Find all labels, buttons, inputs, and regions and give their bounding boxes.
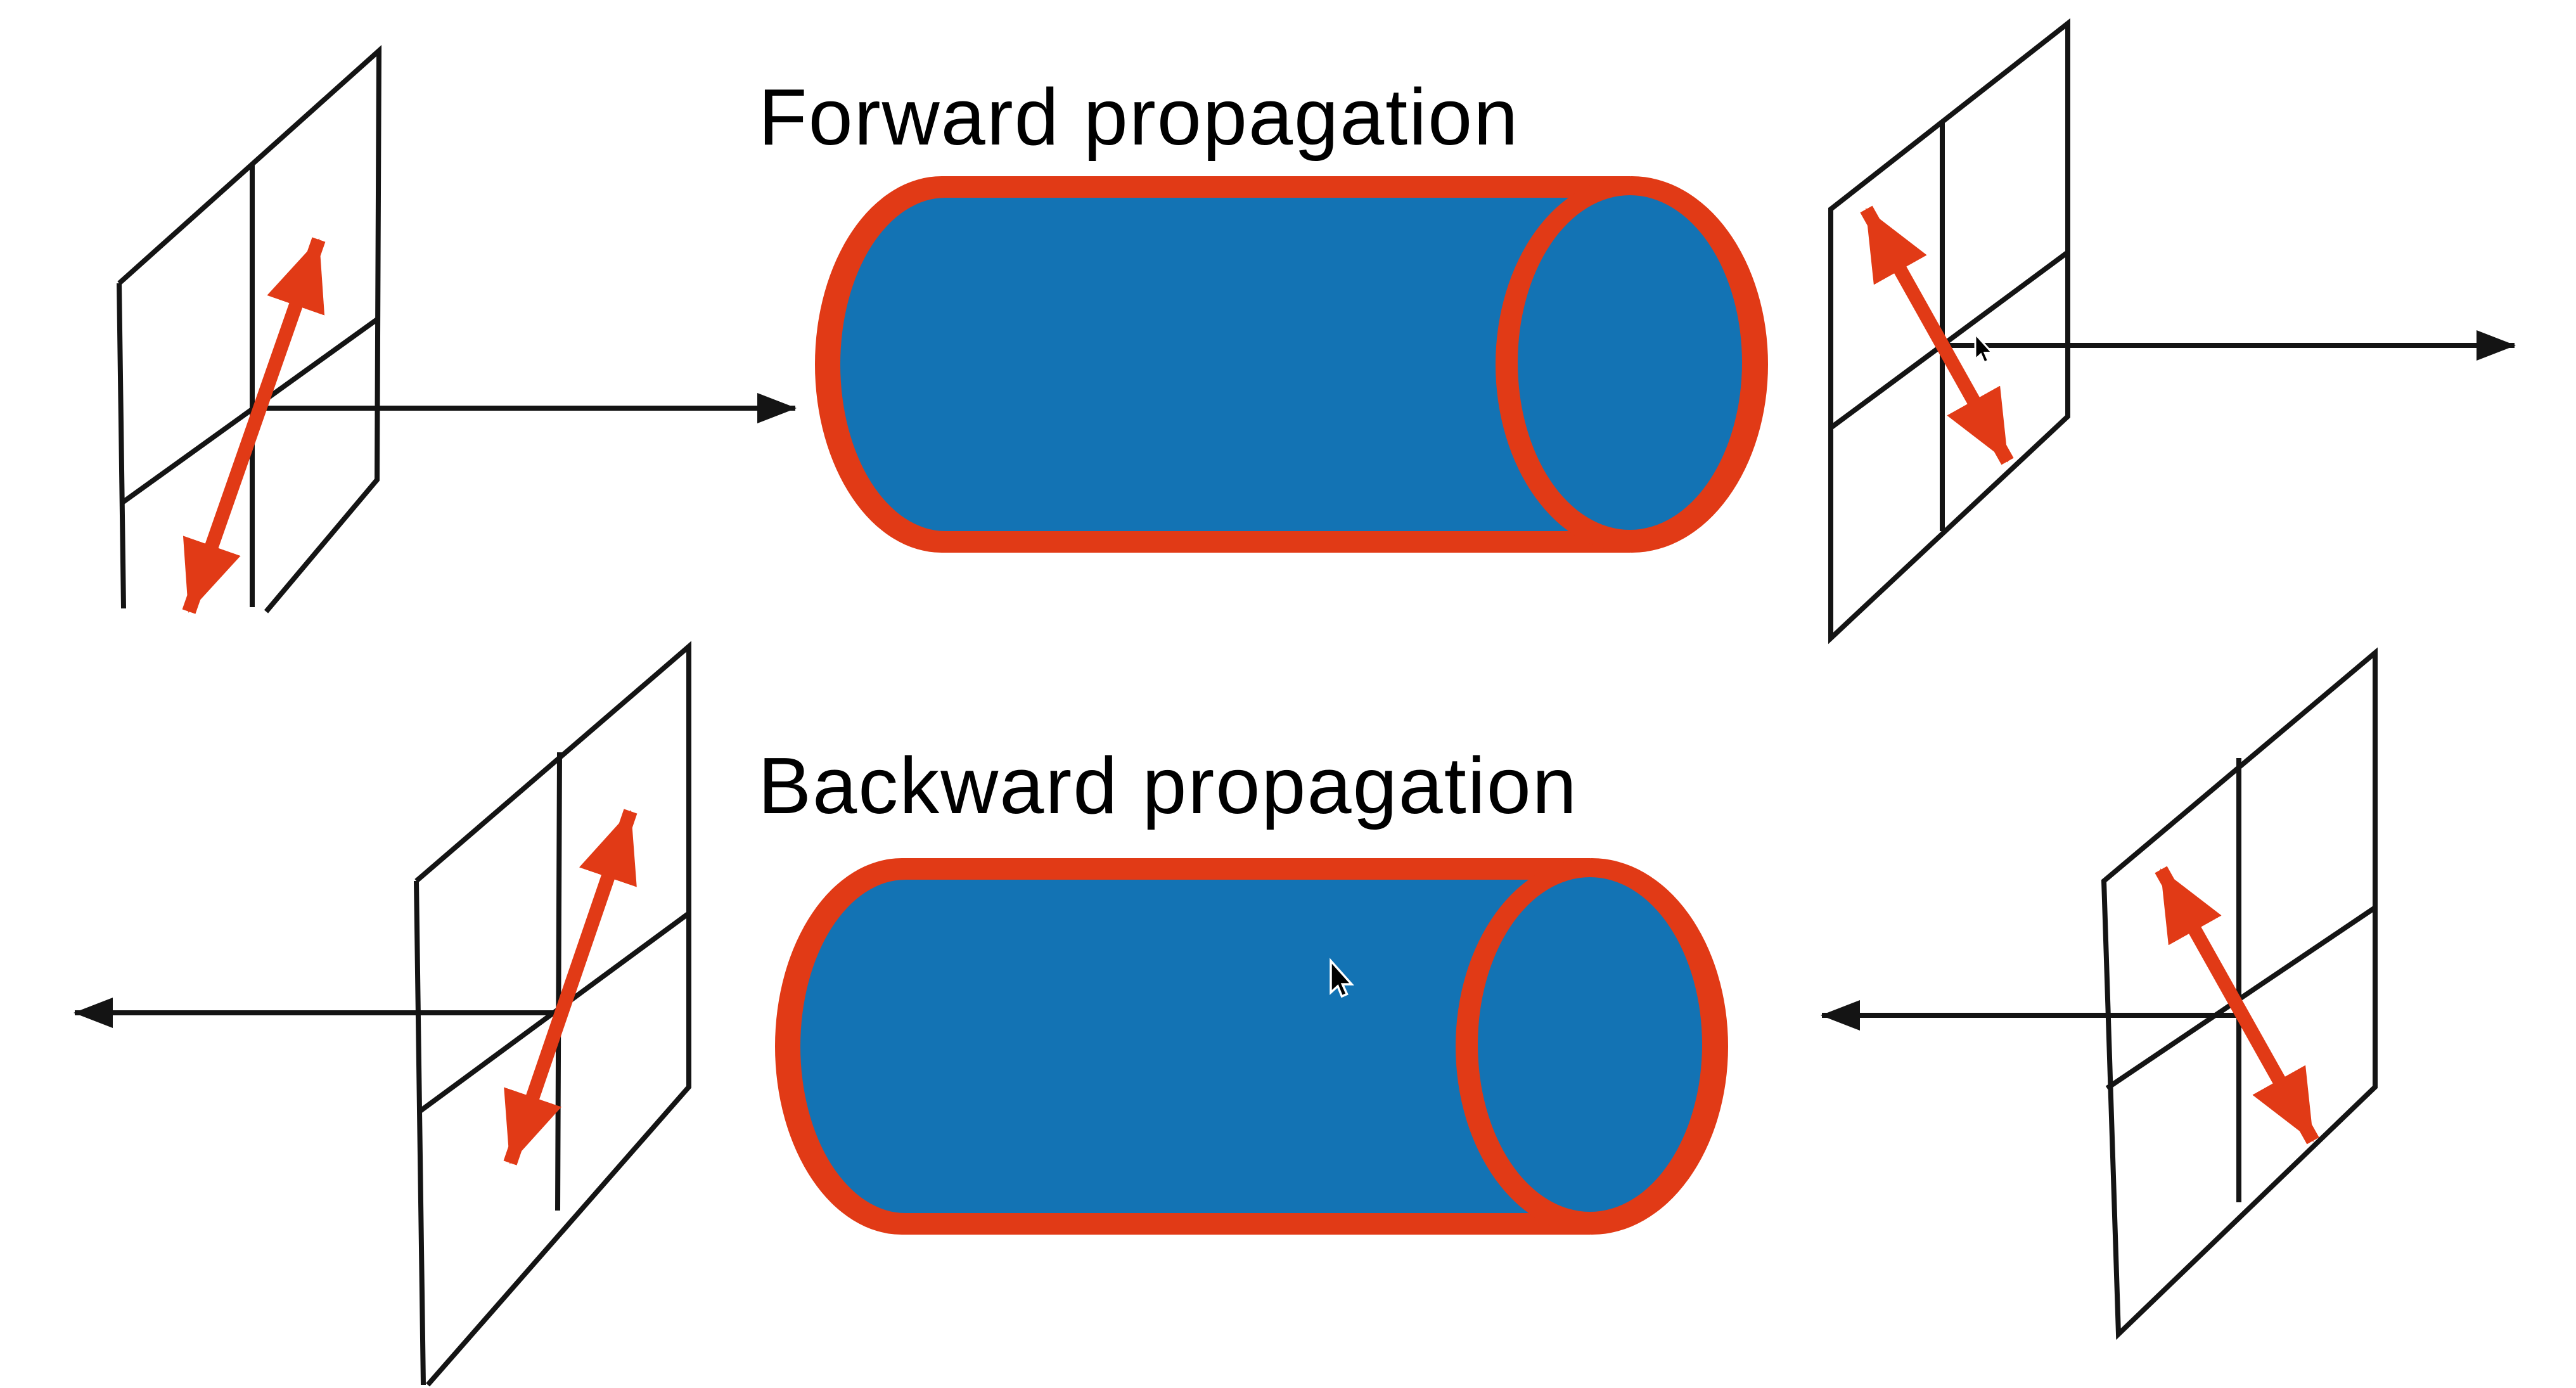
- polarization-arrow-backward-output: [503, 809, 638, 1166]
- backward-title: Backward propagation: [758, 741, 1578, 830]
- fiber-cylinder-forward: [815, 176, 1768, 553]
- mouse-pointer-icon: [1974, 331, 1994, 364]
- input-plane-backward: [2101, 647, 2378, 1340]
- mouse-pointer-icon: [1330, 958, 1354, 998]
- backward-section: Backward propagation: [74, 641, 2378, 1387]
- forward-title: Forward propagation: [759, 72, 1520, 162]
- input-plane-forward: [117, 45, 382, 614]
- forward-section: Forward propagation: [117, 18, 2516, 645]
- output-plane-forward: [1828, 18, 2070, 645]
- fiber-cylinder-backward: [775, 858, 1728, 1235]
- output-plane-backward: [414, 641, 691, 1387]
- polarization-arrow-forward-output: [1860, 205, 2014, 465]
- polarization-arrow-forward-input: [182, 237, 326, 614]
- polarization-arrow-backward-input: [2155, 866, 2319, 1145]
